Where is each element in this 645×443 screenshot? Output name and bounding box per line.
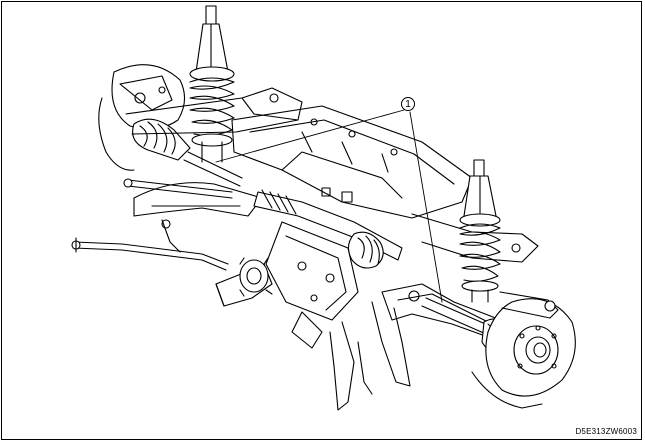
- differential: [265, 221, 359, 321]
- right-strut: [459, 159, 501, 303]
- stabilizer-bar: [71, 237, 229, 271]
- right-upper-arm: [411, 213, 539, 263]
- left-strut: [189, 5, 235, 163]
- lower-bracket: [291, 311, 355, 411]
- callout-leaders: [215, 109, 443, 303]
- left-drive-shaft: [132, 118, 243, 187]
- left-upper-arm: [125, 87, 303, 135]
- left-knuckle: [98, 64, 186, 171]
- right-hub: [471, 298, 576, 409]
- right-tie-rod: [499, 291, 559, 319]
- propeller-shaft: [215, 257, 273, 307]
- callout-number-badge: 1: [401, 97, 415, 111]
- figure-code: D5E313ZW6003: [575, 427, 637, 436]
- tie-rods: [123, 178, 233, 199]
- subframe: [231, 105, 473, 219]
- left-lower-arm: [133, 182, 263, 253]
